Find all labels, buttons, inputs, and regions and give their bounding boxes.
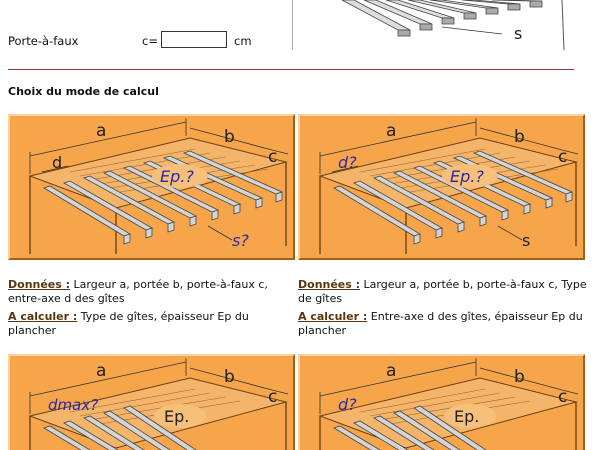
overhang-input[interactable] [161,31,227,48]
section-divider [8,69,574,70]
label-b: b [224,127,235,147]
s-pointer [497,225,523,241]
label-d: d [52,153,62,172]
mode-description-2: Données : Largeur a, portée b, porte-à-f… [298,278,588,342]
label-c: c [268,147,277,167]
given-line: Données : Largeur a, portée b, porte-à-f… [8,278,298,305]
label-b: b [514,367,525,387]
compute-line: A calculer : Entre-axe d des gîtes, épai… [298,310,588,337]
label-ep: Ep.? [160,167,194,186]
label-c: c [268,387,277,407]
label-b: b [224,367,235,387]
mode-description-1: Données : Largeur a, portée b, porte-à-f… [8,278,298,342]
dimension-lines [319,358,579,414]
label-a: a [96,361,106,381]
label-ep: Ep. [164,407,189,426]
ep-badge [442,164,498,188]
joists [333,150,574,245]
overhang-row: Porte-à-faux c= cm s [0,0,600,60]
joists [333,405,487,450]
compute-lead: A calculer : [8,310,78,323]
ep-badge [154,404,206,428]
given-text: Largeur a, portée b, porte-à-faux c, Typ… [298,278,587,305]
label-a: a [386,121,396,141]
given-lead: Données : [8,278,71,291]
given-text: Largeur a, portée b, porte-à-faux c, ent… [8,278,268,305]
given-line: Données : Largeur a, portée b, porte-à-f… [298,278,588,305]
label-c: c [558,147,567,167]
ep-badge [444,404,496,428]
compute-line: A calculer : Type de gîtes, épaisseur Ep… [8,310,298,337]
label-d: d? [338,395,357,414]
unit-label: cm [234,34,252,48]
top-joist-figure: s [292,0,565,50]
spacing-label: s [514,24,522,43]
dimension-lines [319,118,579,174]
compute-text: Entre-axe d des gîtes, épaisseur Ep du p… [298,310,583,337]
overhang-label: Porte-à-faux [8,34,79,48]
given-lead: Données : [298,278,361,291]
section-title: Choix du mode de calcul [8,85,159,98]
mode-card-1[interactable]: a b c d Ep.? s? [8,114,295,260]
mode-card-3[interactable]: a b c dmax? Ep. [8,354,295,450]
label-c: c [558,387,567,407]
dimension-lines [29,118,289,174]
label-ep: Ep. [454,407,479,426]
label-a: a [96,121,106,141]
label-a: a [386,361,396,381]
compute-text: Type de gîtes, épaisseur Ep du plancher [8,310,249,337]
ep-badge [152,164,208,188]
mode-card-2[interactable]: a b c d? Ep.? s [298,114,585,260]
dimension-lines [29,358,289,414]
floor-diagram: a b c d? Ep. [318,358,579,450]
c-label: c= [142,34,158,48]
floor-diagram: a b c d? Ep.? s [318,118,579,254]
figure-edge-line [561,0,565,50]
floor-diagram: a b c d Ep.? s? [28,118,289,254]
s-pointer [207,225,233,241]
label-d: d? [338,153,357,172]
mode-card-4[interactable]: a b c d? Ep. [298,354,585,450]
label-ep: Ep.? [450,167,484,186]
spacing-pointer [441,26,503,35]
floor-diagram: a b c dmax? Ep. [28,358,289,450]
compute-lead: A calculer : [298,310,368,323]
joists [43,405,197,450]
label-s: s? [232,231,249,250]
label-s: s [522,231,530,250]
top-joists [341,0,543,37]
label-b: b [514,127,525,147]
label-d: dmax? [48,396,98,414]
